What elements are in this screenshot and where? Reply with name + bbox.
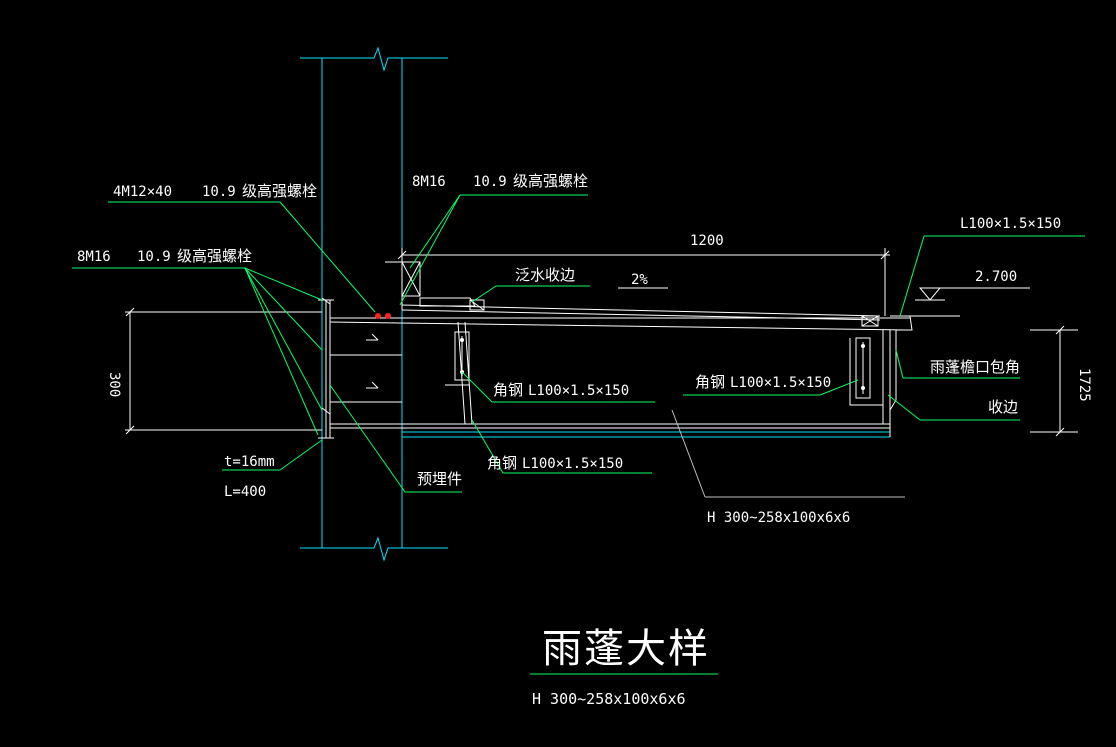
- elevation-mark: [898, 287, 1030, 317]
- elevation-label: 2.700: [975, 269, 1017, 285]
- dim-1200-label: 1200: [690, 233, 724, 249]
- slope-label: 2%: [631, 272, 648, 288]
- h-beam-label: H 300~258x100x6x6: [707, 510, 850, 526]
- angle-top-right-label: L100×1.5×150: [960, 216, 1061, 232]
- bolt-4m12-label: 4M12×40: [113, 184, 172, 200]
- bolt-marker: [375, 313, 391, 319]
- hs-bolt-b-label: 级高强螺栓: [177, 247, 252, 265]
- angle-spec-2-label: L100×1.5×150: [730, 375, 831, 391]
- angle-spec-1-label: L100×1.5×150: [528, 383, 629, 399]
- flashing-label: 泛水收边: [515, 266, 575, 284]
- dimension-300: [125, 307, 322, 435]
- grade-b-label: 10.9: [137, 249, 171, 265]
- hs-bolt-a-label: 级高强螺栓: [242, 182, 317, 200]
- plate-thickness-label: t=16mm: [224, 454, 275, 470]
- hs-bolt-c-label: 级高强螺栓: [513, 172, 588, 190]
- leader-lines: [72, 194, 1085, 675]
- h-beam: [329, 317, 910, 437]
- dimension-1200: [397, 248, 890, 316]
- angle-steel-2-label: 角钢: [695, 373, 725, 391]
- angle-steel-1-label: 角钢: [493, 381, 523, 399]
- drawing-title: 雨蓬大样: [542, 626, 710, 672]
- plate-length-label: L=400: [224, 484, 266, 500]
- roof-sheet: [385, 261, 881, 327]
- dim-1725-label: 1725: [1076, 368, 1092, 402]
- trim-edge-label: 收边: [988, 398, 1018, 416]
- bolt-8m16-top-label: 8M16: [412, 174, 446, 190]
- embedded-plate: [318, 297, 402, 439]
- embedded-part-label: 预埋件: [417, 470, 462, 488]
- bolt-8m16-left-label: 8M16: [77, 249, 111, 265]
- drawing-subtitle: H 300~258x100x6x6: [532, 690, 686, 708]
- grade-a-label: 10.9: [202, 184, 236, 200]
- h-beam-leader: [671, 409, 905, 498]
- dim-300-label: 300: [106, 372, 122, 397]
- angle-steel-3-label: 角钢: [487, 454, 517, 472]
- angle-spec-3-label: L100×1.5×150: [522, 456, 623, 472]
- dimension-1725: [1030, 325, 1078, 437]
- grade-c-label: 10.9: [473, 174, 507, 190]
- angle-bracket-left: [445, 331, 470, 386]
- column: [300, 46, 890, 562]
- canopy-edge-label: 雨蓬檐口包角: [930, 358, 1020, 376]
